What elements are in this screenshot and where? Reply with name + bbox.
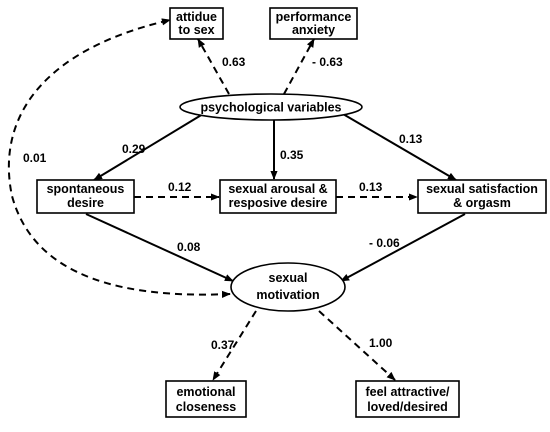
coef-spontaneous-motivation: 0.08 — [177, 240, 201, 254]
edge-labels: 0.63 - 0.63 0.29 0.35 0.13 0.12 0.13 0.0… — [23, 55, 423, 352]
edge-motivation-to-attractive — [318, 310, 396, 381]
coef-satisfaction-motivation: - 0.06 — [369, 236, 400, 250]
coef-spontaneous-arousal: 0.12 — [168, 180, 192, 194]
node-spontaneous-line1: spontaneous — [47, 182, 125, 196]
node-spontaneous-desire: spontaneous desire — [36, 179, 135, 214]
node-anxiety-line2: anxiety — [292, 23, 335, 37]
coef-psych-spontaneous: 0.29 — [122, 142, 146, 156]
node-sexual-motivation: sexual motivation — [230, 262, 346, 312]
coef-motivation-attitude: 0.01 — [23, 151, 47, 165]
edges — [7, 18, 466, 381]
node-sexual-arousal: sexual arousal & resposive desire — [219, 179, 337, 214]
node-psych-label: psychological variables — [200, 101, 341, 115]
coef-motivation-closeness: 0.37 — [211, 338, 235, 352]
node-motivation-line1: sexual — [269, 271, 308, 285]
edge-psych-to-spontaneous — [93, 113, 204, 181]
coef-psych-satisfaction: 0.13 — [399, 132, 423, 146]
edge-motivation-to-closeness — [212, 310, 257, 381]
node-feel-attractive: feel attractive/ loved/desired — [355, 380, 460, 418]
node-anxiety-line1: performance — [276, 10, 352, 24]
node-closeness-line2: closeness — [176, 400, 237, 414]
node-sexual-satisfaction: sexual satisfaction & orgasm — [417, 179, 547, 214]
coef-psych-anxiety: - 0.63 — [312, 55, 343, 69]
node-arousal-line2: resposive desire — [229, 196, 328, 210]
node-satisfaction-line1: sexual satisfaction — [426, 182, 538, 196]
coef-arousal-satisfaction: 0.13 — [359, 180, 383, 194]
node-attitude-line1: attidue — [176, 10, 217, 24]
edge-motivation-attitude-covariance — [7, 18, 231, 298]
node-motivation-line2: motivation — [256, 288, 319, 302]
node-attractive-line1: feel attractive/ — [365, 385, 450, 399]
node-performance-anxiety: performance anxiety — [269, 7, 358, 40]
edge-psych-to-satisfaction — [342, 113, 457, 181]
node-satisfaction-line2: & orgasm — [453, 196, 511, 210]
node-arousal-line1: sexual arousal & — [228, 182, 327, 196]
node-attractive-line2: loved/desired — [367, 400, 448, 414]
node-attitude-to-sex: attidue to sex — [169, 7, 224, 40]
edge-spontaneous-to-motivation — [85, 213, 234, 282]
coef-psych-attitude: 0.63 — [222, 55, 246, 69]
node-attitude-line2: to sex — [178, 23, 214, 37]
edge-psych-to-anxiety — [283, 38, 315, 95]
node-emotional-closeness: emotional closeness — [165, 380, 247, 418]
coef-motivation-attractive: 1.00 — [369, 336, 393, 350]
node-spontaneous-line2: desire — [67, 196, 104, 210]
edge-satisfaction-to-motivation — [340, 213, 466, 282]
node-closeness-line1: emotional — [176, 385, 235, 399]
node-psychological-variables: psychological variables — [179, 93, 363, 121]
coef-psych-arousal: 0.35 — [280, 148, 304, 162]
